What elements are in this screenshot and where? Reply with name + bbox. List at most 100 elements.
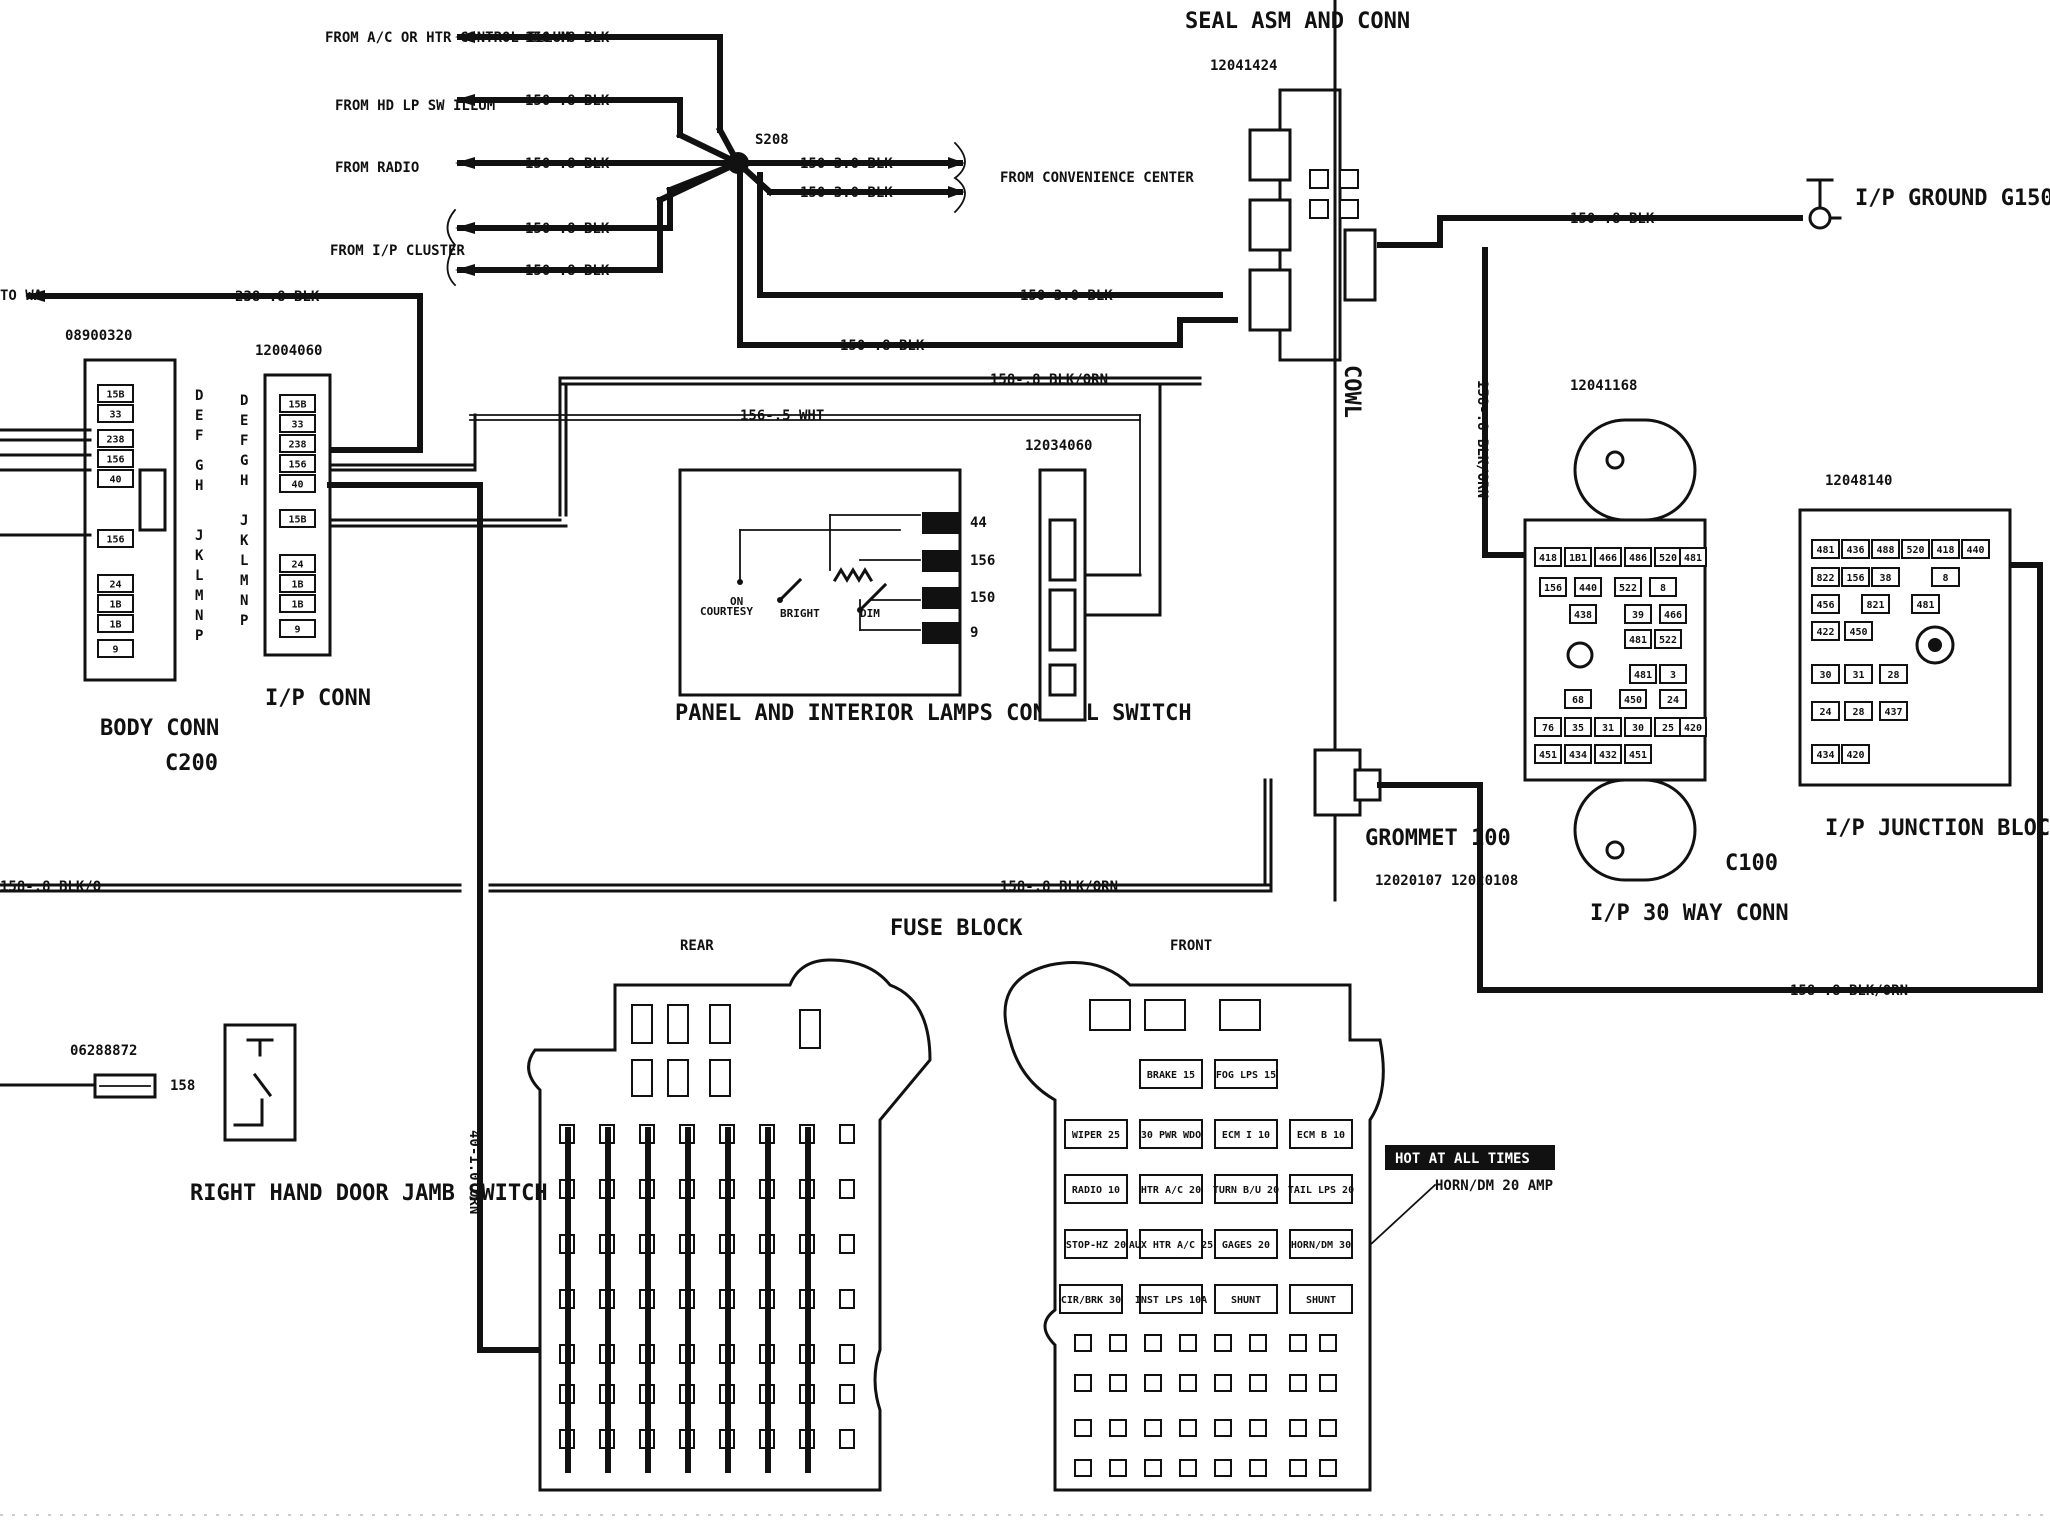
front-fuse-label: WIPER 25 [1072,1130,1120,1141]
junction-pin-cell [1841,744,1870,764]
body-pin-cell [97,529,134,548]
front-terminal [1074,1419,1092,1437]
conn30-pin: 68 [1572,695,1584,706]
switch-contact-dim: DIM [860,607,880,620]
front-terminal [1074,1374,1092,1392]
conn30-pin-cell [1539,577,1567,597]
front-fuse [1064,1119,1128,1149]
junction-pin: 38 [1879,573,1891,584]
conn30-pin-cell [1594,717,1622,737]
ip-pin: 24 [291,560,303,571]
body-pin-letter: H [195,478,203,494]
wire-label-156: 156-.5 WHT [740,408,824,424]
junction-pin-cell [1871,567,1900,587]
front-fuse-label: GAGES 20 [1222,1240,1270,1251]
junction-label: I/P JUNCTION BLOCK [1825,816,2050,841]
conn30-pin: 466 [1664,610,1682,621]
front-relay-slot [1089,999,1131,1031]
body-pin-cell [97,614,134,633]
body-pin-letter: G [195,458,203,474]
conn30-top-tab [1573,418,1697,522]
conn30-pin: 486 [1629,553,1647,564]
switch-pin-block [922,587,960,609]
seal-asm-label: SEAL ASM AND CONN [1185,9,1410,34]
junction-pin: 8 [1942,573,1948,584]
junction-pin: 24 [1819,707,1831,718]
ip-pin-letter: H [240,473,248,489]
junction-pin: 418 [1936,545,1954,556]
junction-pin: 822 [1816,573,1834,584]
wire-label-40: 40-1.0 ORN [466,1130,482,1214]
front-fuse-label: BRAKE 15 [1147,1070,1195,1081]
ip-pin: 156 [288,460,306,471]
conn30-pin-cell [1624,547,1652,567]
front-fuse [1064,1229,1128,1259]
wire-label-150-cluster-b: 150-.8 BLK [525,263,610,279]
rear-relay-slot [667,1004,689,1044]
front-terminal [1144,1374,1162,1392]
conn30-pin: 39 [1632,610,1644,621]
conn30-pin: 35 [1572,723,1584,734]
front-terminal [1289,1374,1307,1392]
junction-pin-cell [1871,539,1900,559]
front-fuse [1139,1229,1203,1259]
conn30-pin-cell [1659,604,1687,624]
junction-pin: 520 [1906,545,1924,556]
front-terminal [1289,1419,1307,1437]
wire-label-150-illum: 150-.8 BLK [525,30,610,46]
front-fuse-label: TURN B/U 20 [1213,1185,1279,1196]
junction-pin-cell [1811,664,1840,684]
ip-pin: 1B [291,580,303,591]
front-terminal [1074,1334,1092,1352]
front-terminal [1109,1459,1127,1477]
conn30-pin: 438 [1574,610,1592,621]
front-fuse-label: RADIO 10 [1072,1185,1120,1196]
conn30-pin-cell [1564,744,1592,764]
junction-pin: 31 [1852,670,1864,681]
junction-pin: 481 [1916,600,1934,611]
front-fuse-label: ECM B 10 [1297,1130,1345,1141]
conn30-label: I/P 30 WAY CONN [1590,901,1789,926]
ip-pin-cell [279,474,316,493]
body-pin: 24 [109,580,121,591]
switch-contact-bright: BRIGHT [780,607,820,620]
conn30-pin: 451 [1539,750,1557,761]
junction-pin: 456 [1816,600,1834,611]
front-terminal [1214,1459,1232,1477]
junction-part: 12048140 [1825,473,1892,489]
front-relay-slot [1219,999,1261,1031]
fuse-block-label: FUSE BLOCK [890,916,1023,941]
ip-pin-cell [279,434,316,453]
junction-pin-cell [1931,539,1960,559]
junction-pin-cell [1931,567,1960,587]
junction-pin: 488 [1876,545,1894,556]
conn30-pin: 450 [1624,695,1642,706]
body-pin: 156 [106,535,124,546]
seal-asm-connector: SEAL ASM AND CONN 12041424 [1185,9,1410,362]
conn30-pin-cell [1624,629,1652,649]
front-relay-slot [1144,999,1186,1031]
front-fuse [1214,1059,1278,1089]
junction-pin-cell [1879,664,1908,684]
conn30-pin-cell [1624,717,1652,737]
front-fuse [1139,1284,1203,1314]
body-pin-letter: P [195,628,203,644]
body-pin-letter: J [195,528,203,544]
switch-pin-block [922,622,960,644]
conn30-pin-cell [1594,547,1622,567]
junction-pin-cell [1961,539,1990,559]
ip-pin-cell [279,414,316,433]
conn30-pin-cell [1629,664,1657,684]
front-terminal [1319,1334,1337,1352]
door-switch-part: 06288872 [70,1043,137,1059]
body-pin-letter: E [195,408,203,424]
junction-pin-cell [1811,621,1840,641]
conn30-pin-cell [1534,717,1562,737]
body-pin: 156 [106,455,124,466]
c200-label: C200 [165,751,218,776]
junction-pin: 436 [1846,545,1864,556]
front-fuse-label: TAIL LPS 20 [1288,1185,1354,1196]
conn30-pin: 432 [1599,750,1617,761]
wire-label-150-hd: 150-.8 BLK [525,93,610,109]
